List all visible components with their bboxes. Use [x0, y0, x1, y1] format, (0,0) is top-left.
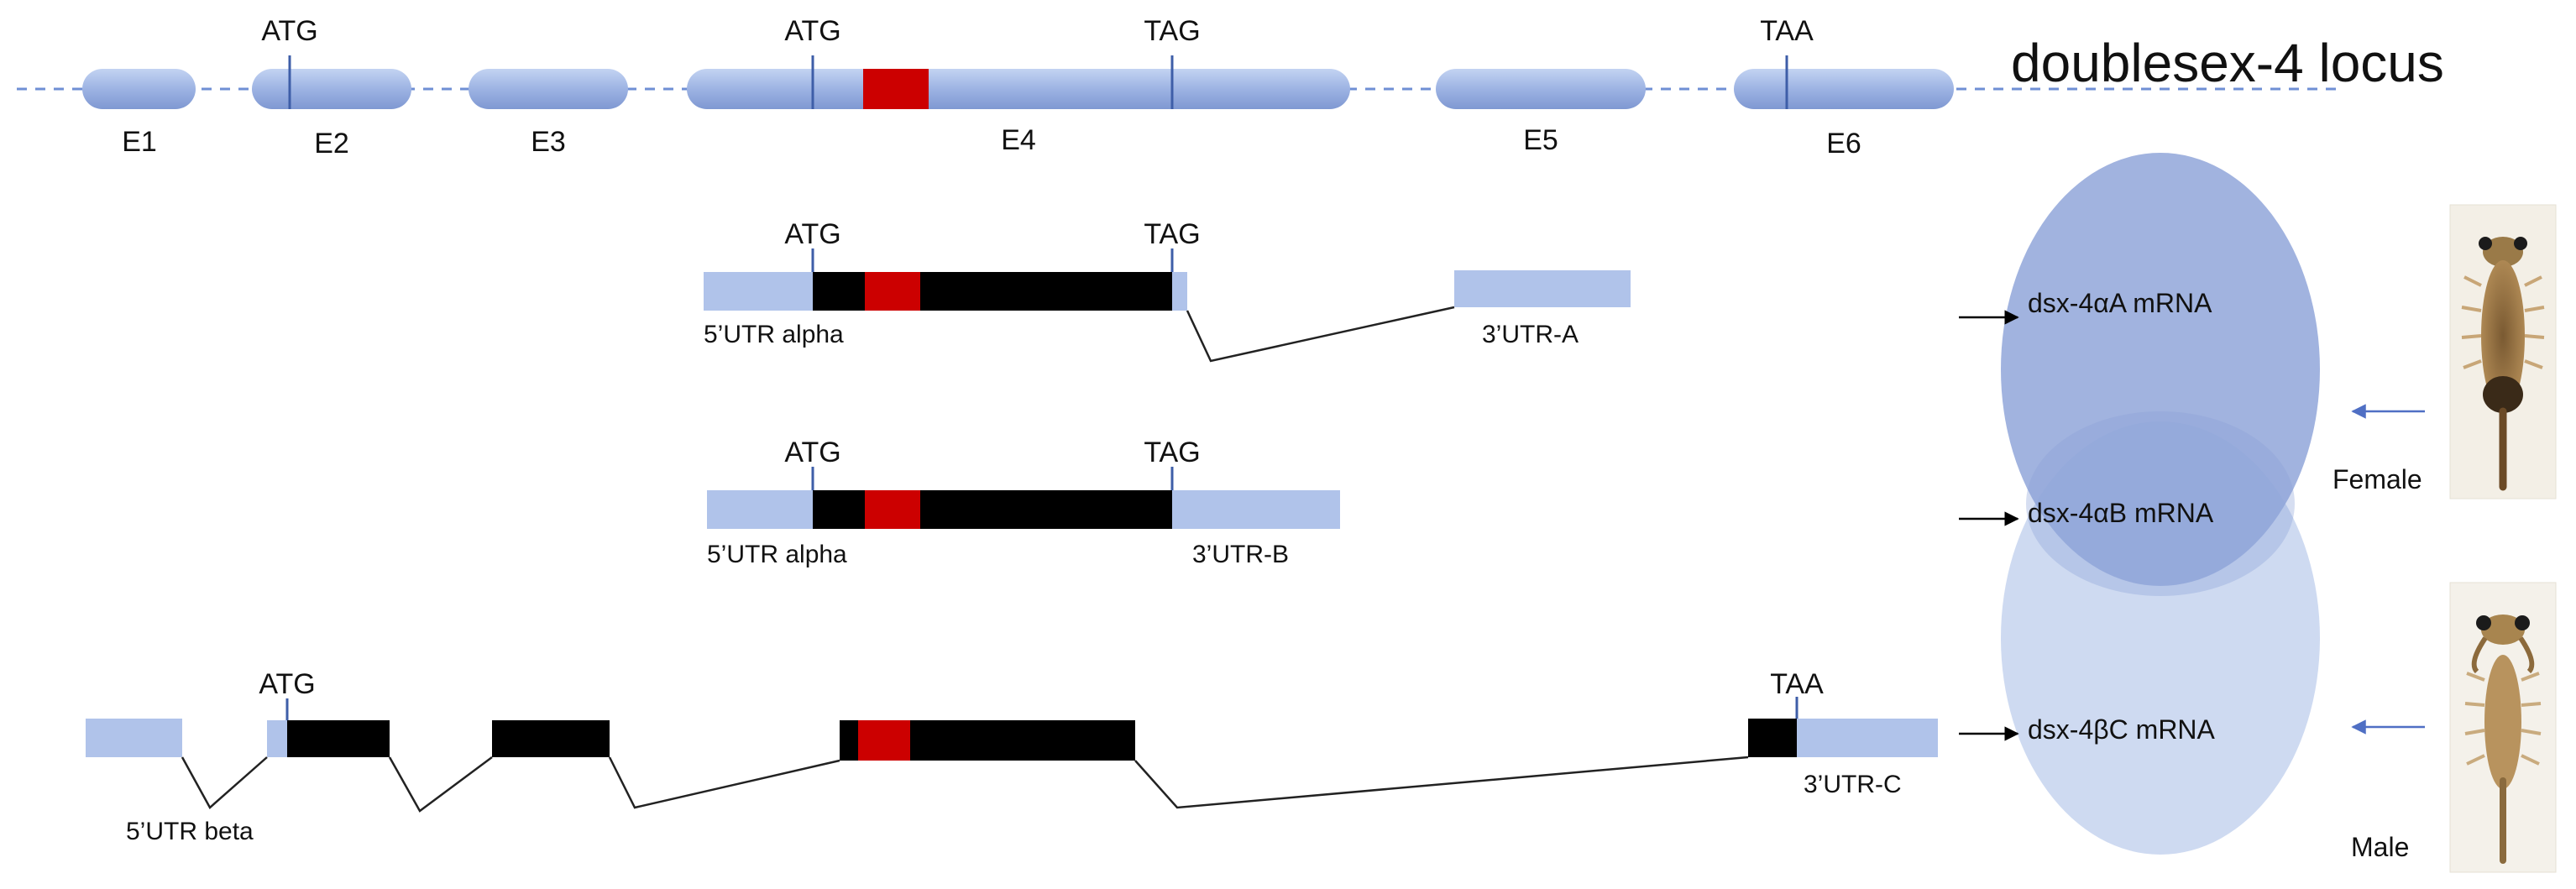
venn-female-ellipse [2001, 153, 2320, 586]
isoform-b-utr5-label: 5’UTR alpha [707, 541, 847, 568]
isoform-c-intron-1 [181, 756, 268, 809]
isoform-c-cds-e6 [1748, 719, 1797, 757]
isoform-c-utr5-first [86, 719, 182, 757]
exon-e1 [82, 69, 196, 109]
isoform-a-domain [865, 272, 920, 311]
exon-e3 [469, 69, 628, 109]
isoform-c-utr3-label: 3’UTR-C [1804, 771, 1902, 798]
locus-title: doublesex-4 locus [2011, 33, 2444, 93]
mrna-label-a: dsx-4αA mRNA [2028, 288, 2212, 318]
exon-label-e6: E6 [1826, 128, 1861, 159]
isoform-a-utr3-label: 3’UTR-A [1482, 321, 1579, 348]
exon-e4-domain [863, 69, 929, 109]
exon-label-e4: E4 [1001, 124, 1036, 156]
isoform-a-utr5 [704, 272, 814, 311]
exon-e2 [252, 69, 411, 109]
codon-label-taa-e6: TAA [1760, 15, 1814, 47]
isoform-c-start-codon: ATG [259, 668, 315, 700]
exon-e5 [1436, 69, 1646, 109]
isoform-a-utr5-label: 5’UTR alpha [704, 321, 844, 348]
isoform-b-start-codon: ATG [784, 437, 840, 468]
isoform-a-utr3 [1454, 270, 1631, 307]
isoform-b-domain [865, 490, 920, 529]
codon-label-tag-e4: TAG [1144, 15, 1200, 47]
isoform-b: ATG TAG 5’UTR alpha 3’UTR-B [707, 437, 1340, 568]
exon-e4 [687, 69, 1350, 109]
isoform-a-start-codon: ATG [784, 218, 840, 250]
male-shrimp-photo [2449, 582, 2557, 873]
isoform-c: ATG TAA 5’UTR beta 3’UTR-C [86, 668, 1938, 845]
codon-label-atg-e2: ATG [261, 15, 317, 47]
mrna-label-b: dsx-4αB mRNA [2028, 498, 2214, 528]
isoform-c-utr5-second [267, 720, 287, 757]
venn-diagram: dsx-4αA mRNA dsx-4αB mRNA dsx-4βC mRNA [1959, 153, 2425, 855]
female-shrimp-photo [2449, 204, 2557, 499]
isoform-c-cds-e2 [287, 720, 390, 757]
exon-label-e1: E1 [122, 126, 157, 158]
isoform-a-intron [1186, 306, 1455, 363]
exon-label-e2: E2 [314, 128, 349, 159]
isoform-b-utr5 [707, 490, 814, 529]
exon-label-e5: E5 [1523, 124, 1558, 156]
isoform-c-intron-3 [608, 756, 840, 809]
codon-label-atg-e4: ATG [784, 15, 840, 47]
isoform-c-cds-e3 [492, 720, 610, 757]
mrna-label-c: dsx-4βC mRNA [2028, 714, 2216, 745]
isoform-c-intron-2 [388, 756, 493, 813]
isoform-b-utr3-label: 3’UTR-B [1192, 541, 1289, 568]
male-label: Male [2351, 832, 2409, 862]
female-label: Female [2333, 464, 2422, 494]
exon-e6 [1734, 69, 1954, 109]
isoform-b-utr3 [1172, 490, 1340, 529]
isoform-a-utr5-end [1172, 272, 1187, 311]
isoform-a: ATG TAG 5’UTR alpha 3’UTR-A [704, 218, 1631, 363]
isoform-b-stop-codon: TAG [1144, 437, 1200, 468]
isoform-c-utr3 [1797, 719, 1938, 757]
isoform-c-stop-codon: TAA [1770, 668, 1824, 700]
isoform-c-intron-4 [1134, 756, 1749, 809]
isoform-c-utr5-label: 5’UTR beta [126, 818, 254, 845]
venn-overlap-highlight [2026, 411, 2295, 596]
isoform-a-stop-codon: TAG [1144, 218, 1200, 250]
locus-row: ATG ATG TAG TAA E1 E2 E3 E4 E5 E6 double… [17, 15, 2444, 159]
exon-label-e3: E3 [531, 126, 566, 158]
isoform-c-domain [858, 720, 910, 761]
